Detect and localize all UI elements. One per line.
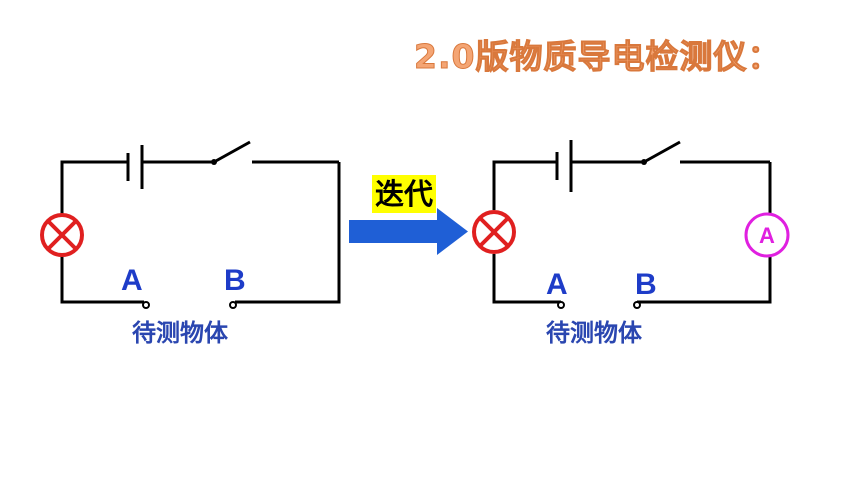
ammeter-symbol: A <box>759 223 775 248</box>
left-terminal-a-label: A <box>121 264 143 297</box>
left-wire-top-left <box>60 160 128 229</box>
right-circuit <box>492 140 772 304</box>
right-terminal-b <box>633 301 641 309</box>
left-terminal-b-label: B <box>224 264 246 297</box>
left-switch-blade <box>213 140 251 164</box>
page-title: 2.0版物质导电检测仪： <box>413 37 782 77</box>
right-terminal-b-label: B <box>635 268 657 301</box>
iteration-arrow-icon <box>349 208 468 255</box>
left-object-label: 待测物体 <box>132 319 228 347</box>
right-object-label: 待测物体 <box>546 319 642 347</box>
iteration-label: 迭代 <box>372 175 437 213</box>
right-terminal-a <box>557 301 565 309</box>
left-switch-pivot <box>211 159 217 165</box>
right-switch-pivot <box>641 159 647 165</box>
right-lamp-icon <box>472 210 516 254</box>
left-wire-bottom-left <box>60 253 144 304</box>
right-terminal-a-label: A <box>546 268 568 301</box>
right-switch-blade <box>643 140 681 164</box>
left-wire-right-bottom <box>235 162 341 304</box>
right-wire-top-left <box>492 160 557 210</box>
right-wire-bottom-left <box>492 254 561 304</box>
left-circuit <box>60 140 341 304</box>
left-lamp-icon <box>40 213 84 257</box>
left-terminal-b <box>229 301 237 309</box>
right-wire-meter-bottom <box>637 257 772 304</box>
ammeter-icon <box>744 212 790 258</box>
left-terminal-a <box>142 301 150 309</box>
